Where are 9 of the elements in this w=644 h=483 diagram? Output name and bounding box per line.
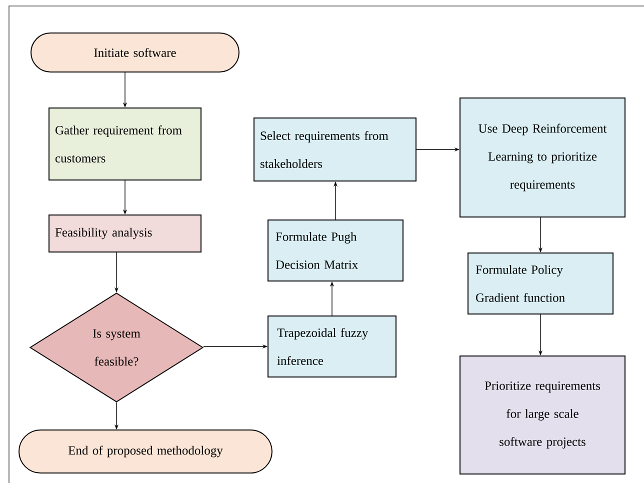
process-box: Trapezoidal fuzzy inference xyxy=(268,316,396,378)
process-box: Select requirements from stakeholders xyxy=(254,118,416,182)
process-box: Gather requirement from customers xyxy=(48,108,202,180)
process-box: Use Deep Reinforcement Learning to prioritize requirements xyxy=(460,98,626,218)
process-box: Prioritize requirements for large scale software projects xyxy=(460,356,626,474)
terminal-oval: End of proposed methodology xyxy=(18,430,272,474)
process-box: Formulate Pugh Decision Matrix xyxy=(268,220,404,282)
process-box: Formulate Policy Gradient function xyxy=(468,252,614,314)
process-box: Feasibility analysis xyxy=(48,214,202,252)
